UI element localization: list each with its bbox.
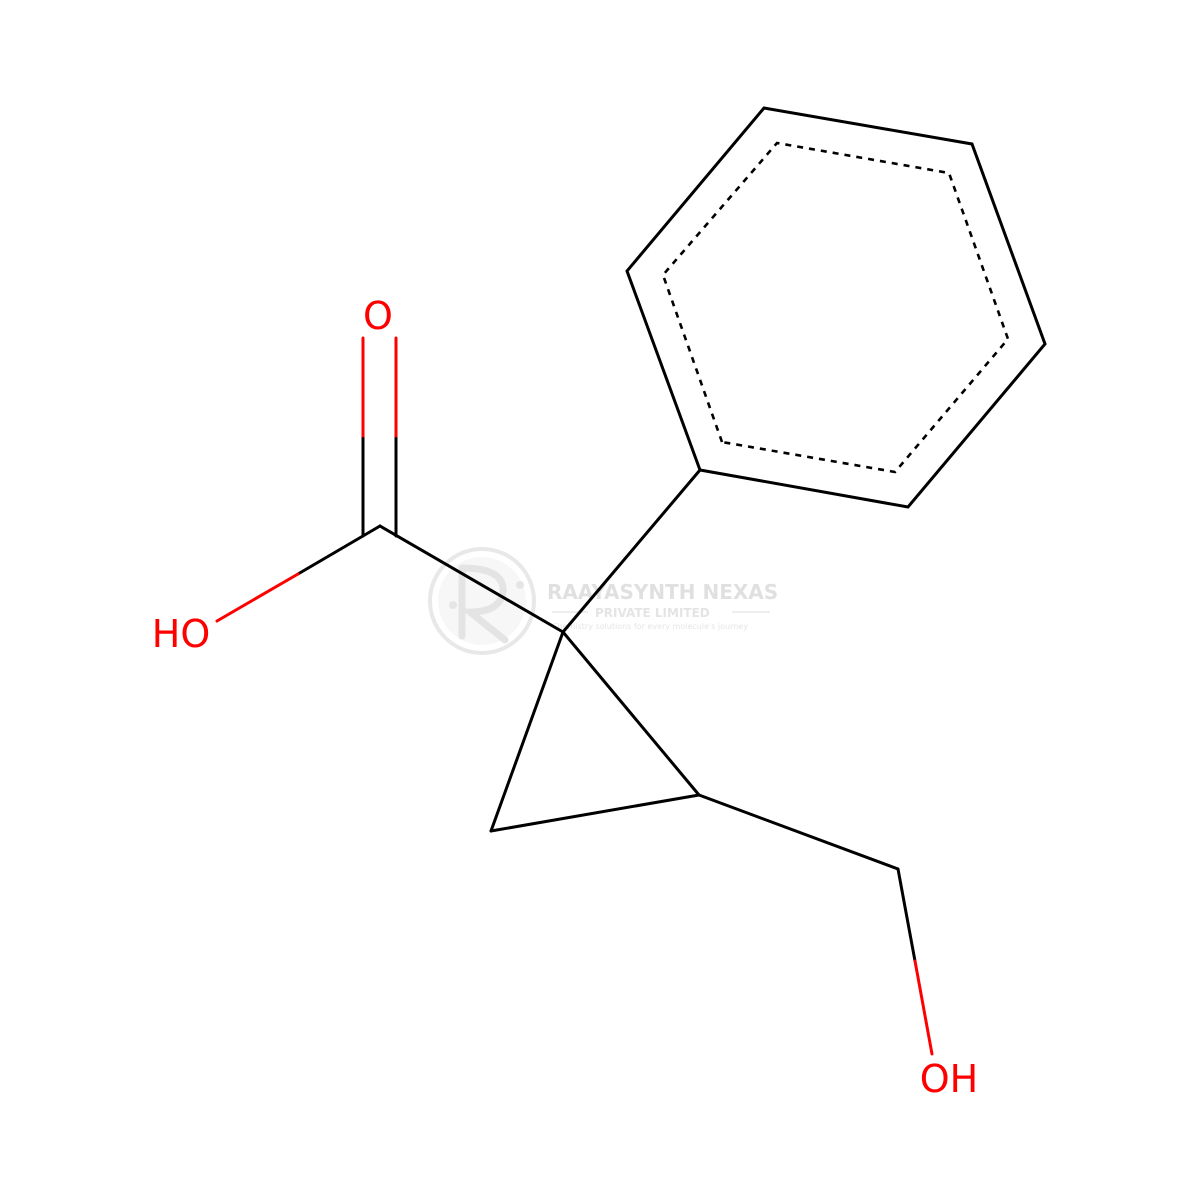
bond-phenyl-cq [561,468,702,634]
hydroxymethyl-group: OH [697,793,978,1101]
watermark: RAAYASYNTH NEXAS PRIVATE LIMITED Chemist… [428,547,778,655]
bond-ch2-o-black [896,867,917,963]
watermark-logo-icon [428,547,536,655]
phenyl-ring [625,106,1047,509]
watermark-subtitle: PRIVATE LIMITED [595,606,710,620]
atom-label-carboxyl-ho: HO [152,612,210,656]
watermark-company: RAAYASYNTH NEXAS [547,580,778,604]
bond-ring-c2-c3 [489,793,701,833]
watermark-tagline: Chemistry solutions for every molecule's… [552,622,748,631]
atom-label-hydroxymethyl-oh: OH [920,1057,978,1101]
atom-label-carbonyl-o: O [363,294,393,338]
bond-cq-carbonyl-c [378,524,565,634]
bond-c-oh-black [296,524,382,576]
bond-ring-c3-c1 [561,630,701,797]
bond-c-oh-red [215,572,300,623]
cyclopropane-ring [489,630,701,833]
benzene-aromatic-inner-ring [661,141,1010,474]
bond-ring-ch2 [697,793,900,871]
carboxyl-group: O HO [152,294,565,656]
bond-ring-c1-c2 [489,630,565,833]
benzene-outer-ring [625,106,1047,509]
bond-ch2-o-red [913,959,934,1056]
